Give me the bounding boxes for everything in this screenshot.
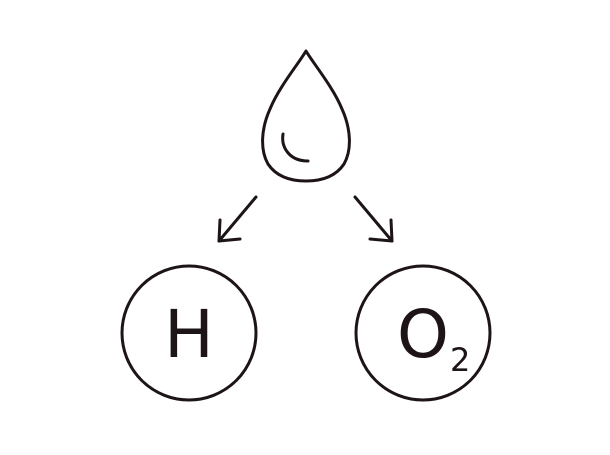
oxygen-label: O2 xyxy=(397,296,470,379)
arrow-down-left-icon xyxy=(217,195,258,243)
arrow-down-right-icon xyxy=(353,195,394,243)
arrow-right-shaft xyxy=(353,195,394,243)
arrow-left-shaft xyxy=(217,195,258,243)
hydrogen-atom-circle xyxy=(120,264,258,402)
water-drop-outline xyxy=(261,49,351,183)
water-drop-highlight xyxy=(281,132,310,163)
hydrogen-label: H xyxy=(164,296,214,373)
arrow-left-head xyxy=(217,218,242,243)
water-drop-icon xyxy=(261,49,351,183)
oxygen-symbol: O xyxy=(397,296,449,373)
oxygen-subscript: 2 xyxy=(450,341,470,379)
oxygen-molecule-circle xyxy=(354,264,492,402)
arrow-right-head xyxy=(368,218,394,243)
